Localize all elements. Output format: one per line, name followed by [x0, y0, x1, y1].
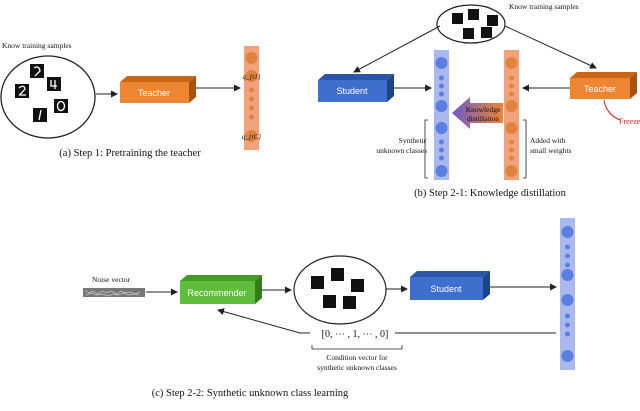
added-label-2: small weights [530, 146, 572, 155]
added-label-1: Added with [530, 136, 565, 145]
panel-b-samples-label: Know training samples [509, 2, 579, 11]
panel-a: Know training samples Teacher q_{t1} q_{… [0, 41, 261, 159]
panel-c: Noise vector Recommender Student [83, 218, 575, 399]
recommender-label: Recommender [187, 288, 246, 298]
digit-image [47, 77, 61, 91]
teacher-label: Teacher [138, 88, 170, 98]
student-box-c [410, 277, 483, 300]
synthetic-samples-ellipse [293, 255, 387, 325]
teacher-label-b: Teacher [584, 84, 616, 94]
student-label-c: Student [430, 284, 462, 294]
panel-b: Know training samples Student Synthetic … [318, 2, 640, 199]
digit-image [54, 99, 68, 113]
panel-a-samples-label: Know training samples [2, 41, 72, 50]
teacher-output-vector-b [504, 50, 519, 180]
digit-image [30, 64, 44, 78]
noise-label: Noise vector [92, 275, 131, 284]
kd-label-2: distillation [467, 114, 499, 123]
student-output-vector [434, 50, 449, 180]
student-box [318, 80, 387, 102]
panel-a-caption: (a) Step 1: Pretraining the teacher [59, 148, 201, 159]
vec-top-label: q_{t1} [242, 73, 260, 81]
recommender-box [180, 281, 255, 304]
knowledge-distillation-arrow [452, 97, 503, 129]
teacher-box [120, 82, 189, 103]
student-label: Student [336, 86, 368, 96]
freeze-indicator-line [603, 99, 621, 121]
panel-b-caption: (b) Step 2-1: Knowledge distillation [414, 188, 566, 199]
panel-c-caption: (c) Step 2-2: Synthetic unknown class le… [152, 388, 349, 399]
condition-vector: [0, ⋯ , 1, ⋯ , 0] [322, 329, 389, 340]
synthetic-label-2: unknown classes [376, 146, 427, 155]
panel-a-samples-ellipse [0, 55, 96, 139]
kd-label-1: Knowledge [466, 105, 501, 114]
freeze-label: Freeze [619, 117, 640, 126]
cond-label-2: synthetic unknown classes [317, 363, 397, 372]
vec-bottom-label: q_{tC} [242, 133, 261, 141]
synthetic-label-1: Synthetic [399, 136, 428, 145]
teacher-box-b [570, 78, 630, 99]
cond-label-1: Condition vector for [326, 353, 388, 362]
